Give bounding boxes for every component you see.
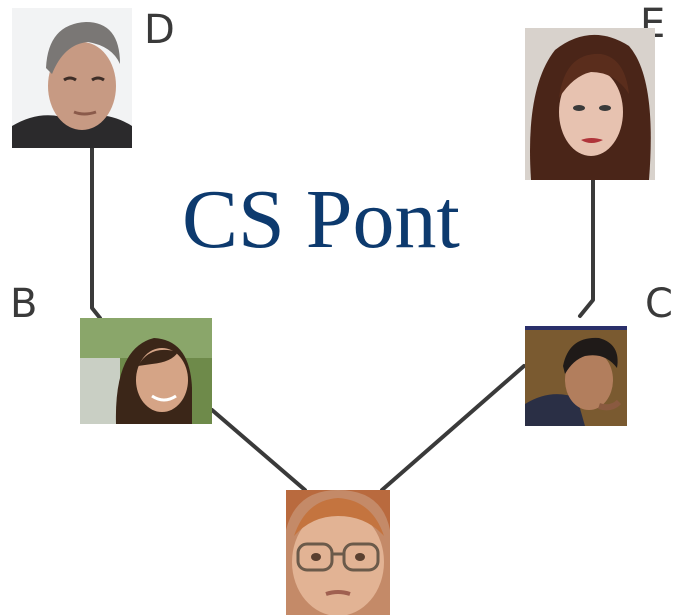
node-label-c: C xyxy=(645,281,673,327)
edge-d-b xyxy=(90,146,102,320)
edge-c-a xyxy=(380,364,526,492)
diagram-title: CS Pont xyxy=(182,173,460,266)
woman-smiling-portrait-icon xyxy=(80,318,212,424)
edge-b-a xyxy=(210,408,307,492)
child-glasses-portrait-icon xyxy=(286,490,390,615)
node-label-b: B xyxy=(10,281,38,327)
man-profile-portrait-icon xyxy=(525,326,627,426)
woman-dark-hair-portrait-icon xyxy=(525,28,655,180)
node-label-d: D xyxy=(144,7,175,53)
edge-e-c xyxy=(578,178,595,318)
man-gray-hair-portrait-icon xyxy=(12,8,132,148)
